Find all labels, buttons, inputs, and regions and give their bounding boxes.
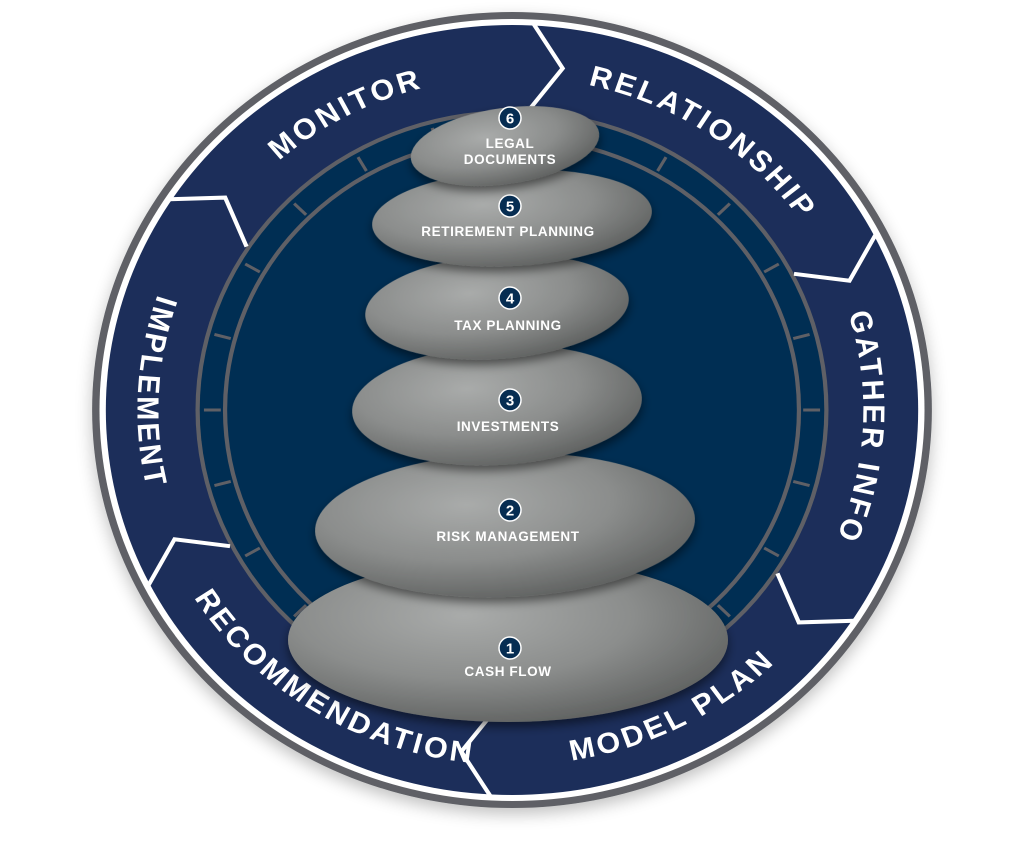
stone-number: 3 — [506, 393, 514, 410]
stone-shape — [315, 452, 695, 598]
number-badge — [498, 194, 522, 218]
tick-mark — [763, 262, 780, 274]
stone-shape — [410, 106, 600, 186]
tick-mark — [293, 604, 308, 618]
chevron-separator — [458, 708, 498, 798]
stone-number: 5 — [506, 199, 514, 216]
number-badge — [498, 498, 522, 522]
chevron-separator — [775, 572, 855, 625]
stone-label: RISK MANAGEMENT — [436, 529, 579, 544]
chevron-separator — [169, 195, 249, 248]
tick-mark — [716, 202, 731, 216]
chevron-separator — [793, 233, 878, 283]
chevron-separator — [526, 22, 566, 112]
tick-mark — [792, 479, 810, 488]
tick-mark — [716, 604, 731, 618]
stone-label-line1: LEGAL — [486, 136, 535, 151]
tick-mark — [244, 546, 261, 558]
tick-mark — [214, 479, 232, 488]
number-badge — [498, 388, 522, 412]
stone-number: 6 — [506, 111, 514, 128]
stone-label: CASH FLOW — [464, 664, 551, 679]
number-badge — [498, 636, 522, 660]
stone-number: 1 — [506, 641, 514, 658]
number-badge — [498, 286, 522, 310]
tick-mark — [763, 546, 780, 558]
tick-mark — [356, 156, 368, 172]
tick-mark — [656, 156, 668, 172]
step-separators — [146, 22, 878, 798]
stone-label: TAX PLANNING — [454, 318, 561, 333]
tick-mark — [293, 202, 308, 216]
number-badge — [498, 106, 522, 130]
stone-shape — [365, 254, 629, 360]
tick-mark — [214, 332, 232, 341]
chevron-separator — [146, 537, 231, 587]
tick-mark — [792, 332, 810, 341]
stone-shape — [352, 344, 642, 466]
stone-number: 4 — [506, 291, 515, 308]
stone-label: INVESTMENTS — [457, 419, 560, 434]
stone-label: RETIREMENT PLANNING — [421, 224, 594, 239]
tick-mark — [244, 262, 261, 274]
stone-shape — [372, 169, 652, 267]
stone-number: 2 — [506, 503, 514, 520]
stone-label-line2: DOCUMENTS — [464, 152, 556, 167]
